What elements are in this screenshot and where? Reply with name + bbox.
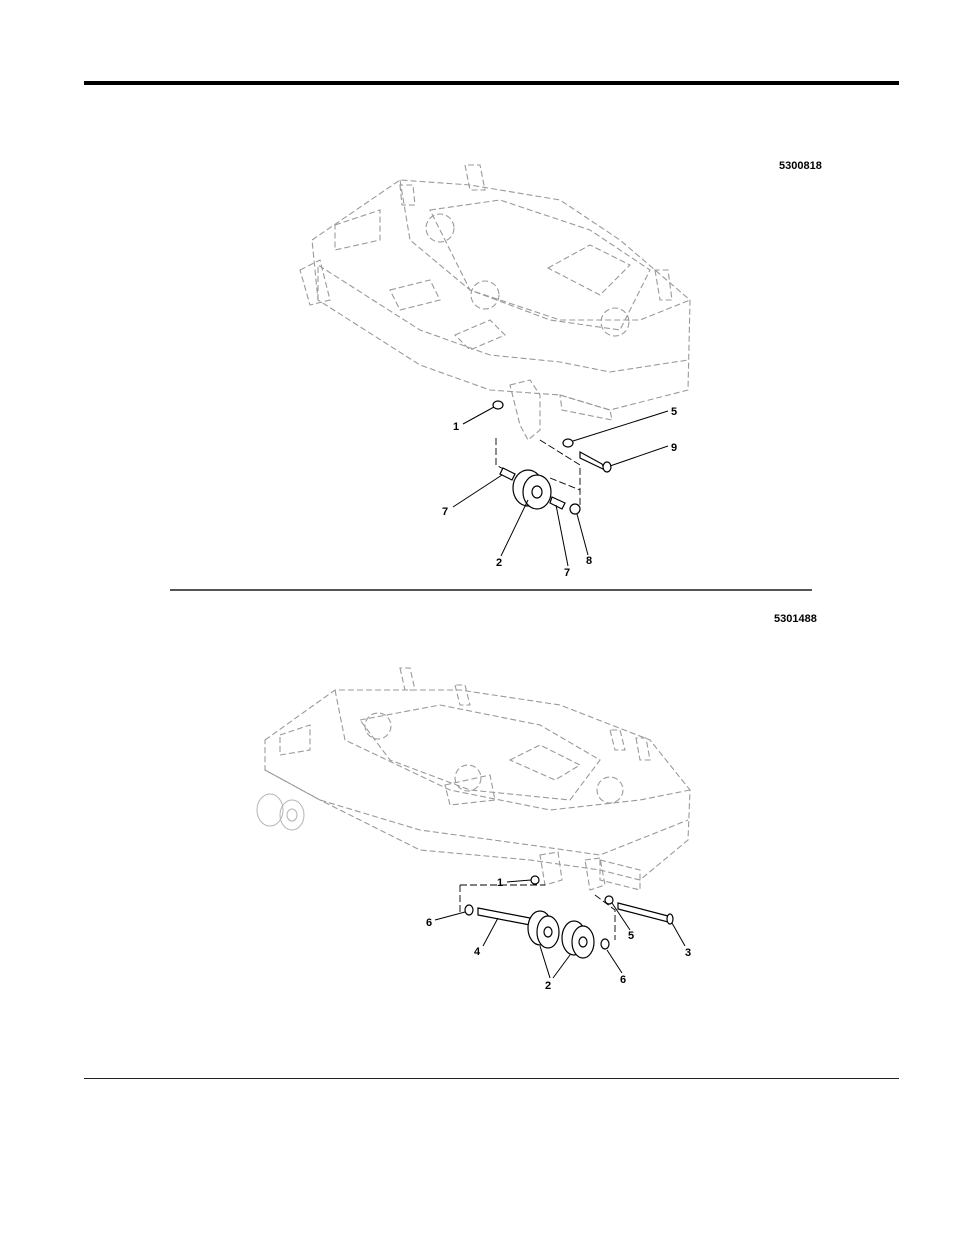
figure-2-leaders — [435, 880, 685, 978]
fig2-washer-5 — [605, 896, 613, 904]
figure-2-mower-deck — [257, 668, 690, 890]
fig1-nut-8 — [570, 504, 580, 514]
callout-6-left: 6 — [426, 917, 432, 929]
fig2-shaft-4 — [478, 908, 530, 925]
fig2-roller-2-left — [528, 911, 552, 945]
callout-7-left: 7 — [442, 506, 448, 518]
callout-5: 5 — [628, 930, 634, 942]
callout-9: 9 — [671, 442, 677, 454]
figure-2-phantom-lines — [460, 885, 615, 940]
fig1-bolt-9 — [580, 452, 605, 470]
callout-6-right: 6 — [620, 974, 626, 986]
callout-1: 1 — [453, 421, 459, 433]
figure-1-diagram: 1 5 9 7 2 7 8 — [0, 0, 954, 600]
callout-5: 5 — [671, 406, 677, 418]
fig1-spacer-7-left — [500, 468, 515, 480]
figure-2-parts — [465, 876, 673, 958]
fig2-washer-6-left — [465, 905, 473, 915]
figure-2-part-number: 5301488 — [774, 613, 817, 625]
callout-2: 2 — [496, 557, 502, 569]
callout-7-right: 7 — [564, 567, 570, 579]
fig2-washer-6-right — [601, 939, 609, 949]
callout-2: 2 — [545, 980, 551, 992]
fig1-nut-1 — [493, 401, 503, 409]
callout-3: 3 — [685, 947, 691, 959]
figure-1-parts — [493, 401, 611, 514]
fig2-bolt-3 — [618, 903, 668, 922]
fig1-washer-5 — [563, 439, 573, 447]
fig2-nut-1 — [531, 876, 539, 884]
fig1-spacer-7-right — [550, 497, 565, 509]
fig2-roller-2-right — [562, 921, 586, 955]
callout-8: 8 — [586, 555, 592, 567]
figure-2-callouts: 1 6 5 4 3 2 6 — [426, 877, 691, 992]
footer-rule — [84, 1078, 899, 1079]
figure-1-leaders — [453, 407, 668, 566]
figure-1-callouts: 1 5 9 7 2 7 8 — [442, 406, 677, 579]
figure-1-mower-deck — [300, 165, 690, 440]
figure-separator-rule — [170, 589, 812, 591]
callout-1: 1 — [497, 877, 503, 889]
callout-4: 4 — [474, 946, 481, 958]
